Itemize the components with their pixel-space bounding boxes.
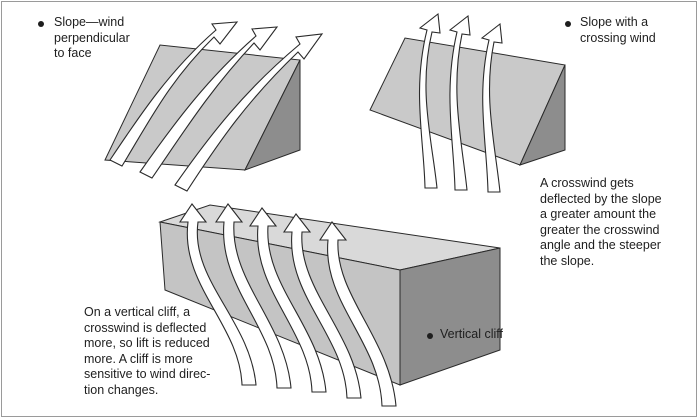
caption-vertical-cliff-explanation: On a vertical cliff, a crosswind is defl… [84, 305, 211, 397]
wind-arrow [448, 14, 471, 191]
bullet-dot [427, 333, 433, 339]
bullet-dot [565, 21, 571, 27]
slope-side [519, 64, 566, 166]
wind-arrow [109, 21, 239, 167]
caption-slope-perpendicular: Slope—wind perpendicular to face [54, 15, 130, 60]
wind-arrow [282, 213, 362, 399]
slope-side [243, 59, 301, 171]
bullet-dot [38, 21, 44, 27]
caption-vertical-cliff-label: Vertical cliff [440, 327, 503, 341]
wind-arrow [139, 26, 279, 179]
wind-arrow [214, 203, 292, 389]
slope-perpendicular-block [104, 44, 301, 171]
wind-arrow [174, 33, 324, 192]
slope-crosswind-arrows [418, 12, 503, 193]
vertical-cliff-arrows [178, 203, 397, 407]
slope-crosswind-block [369, 37, 566, 166]
wind-arrow [418, 12, 441, 189]
wind-arrow [178, 203, 257, 386]
caption-slope-crosswind: Slope with a crossing wind [580, 15, 656, 45]
slope-perpendicular-arrows [109, 21, 324, 192]
wind-arrow [318, 221, 397, 407]
cliff-side [399, 247, 501, 386]
caption-crosswind-explanation: A crosswind gets deflected by the slope … [540, 176, 662, 268]
wind-arrow [480, 22, 503, 193]
wind-arrow [248, 207, 327, 393]
